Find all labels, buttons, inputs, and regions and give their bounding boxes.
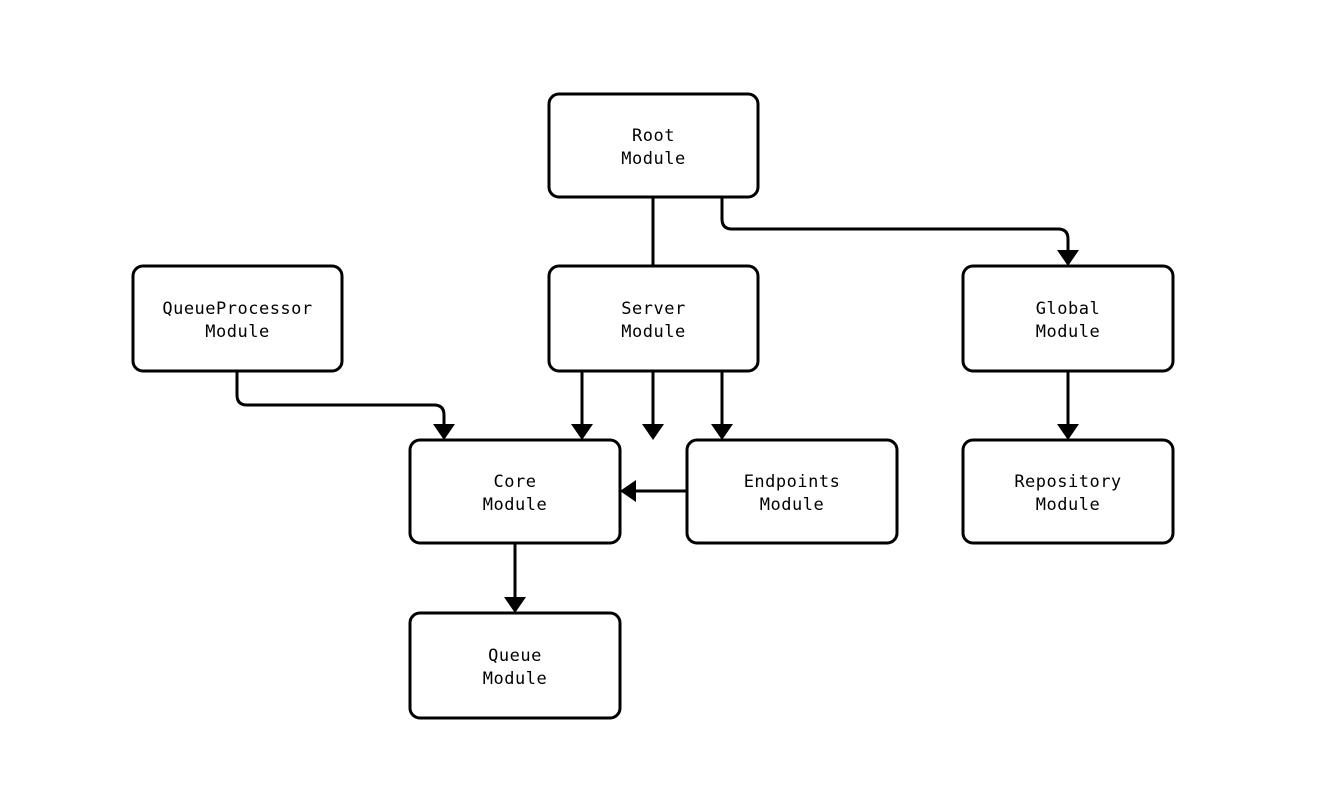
edge-queueprocessor-to-core [235,371,455,440]
node-queueprocessor-module[interactable]: QueueProcessor Module [131,264,344,373]
edge-server-to-endpoints [711,371,733,440]
node-repository-module-label-line2: Module [1036,495,1100,515]
node-global-module-box[interactable] [961,264,1175,373]
node-server-module-label-line2: Module [621,322,685,342]
node-server-module-label-line1: Server [621,299,685,319]
edge-server-to-core-arrowhead [571,424,593,440]
node-endpoints-module-label-line1: Endpoints [744,472,841,492]
node-repository-module[interactable]: Repository Module [961,438,1175,545]
node-endpoints-module[interactable]: Endpoints Module [685,438,899,545]
node-queueprocessor-module-label-line1: QueueProcessor [162,299,312,319]
edge-server-to-core [571,371,593,440]
edge-layer [235,197,1079,613]
node-queue-module-label-line2: Module [483,669,547,689]
node-root-module[interactable]: Root Module [547,92,760,199]
edge-global-to-repository-arrowhead [1057,424,1079,440]
node-global-module-label-line2: Module [1036,322,1100,342]
edge-root-to-server-arrowhead [642,424,664,440]
node-server-module[interactable]: Server Module [547,264,760,373]
edge-root-to-global-line [720,197,1070,250]
edge-server-to-endpoints-arrowhead [711,424,733,440]
node-queueprocessor-module-label-line2: Module [205,322,269,342]
node-repository-module-label-line1: Repository [1014,472,1121,492]
edge-queueprocessor-to-core-line [235,371,446,424]
node-core-module-label-line1: Core [494,472,537,492]
edge-core-to-queue [504,543,526,613]
node-repository-module-box[interactable] [961,438,1175,545]
node-core-module-label-line2: Module [483,495,547,515]
edge-endpoints-to-core-arrowhead [620,480,636,502]
node-global-module[interactable]: Global Module [961,264,1175,373]
node-root-module-label-line2: Module [621,149,685,169]
edge-global-to-repository [1057,371,1079,440]
node-root-module-box[interactable] [547,92,760,199]
edge-queueprocessor-to-core-arrowhead [433,424,455,440]
edge-root-to-global-arrowhead [1057,250,1079,266]
node-queueprocessor-module-box[interactable] [131,264,344,373]
node-core-module[interactable]: Core Module [408,438,622,545]
node-layer: Root Module QueueProcessor Module Server… [131,92,1175,720]
node-root-module-label-line1: Root [632,126,675,146]
node-server-module-box[interactable] [547,264,760,373]
node-queue-module-box[interactable] [408,611,622,720]
node-core-module-box[interactable] [408,438,622,545]
node-queue-module[interactable]: Queue Module [408,611,622,720]
node-endpoints-module-label-line2: Module [760,495,824,515]
edge-core-to-queue-arrowhead [504,597,526,613]
node-queue-module-label-line1: Queue [488,646,542,666]
node-endpoints-module-box[interactable] [685,438,899,545]
edge-root-to-global [720,197,1079,266]
node-global-module-label-line1: Global [1036,299,1100,319]
edge-endpoints-to-core [620,480,687,502]
